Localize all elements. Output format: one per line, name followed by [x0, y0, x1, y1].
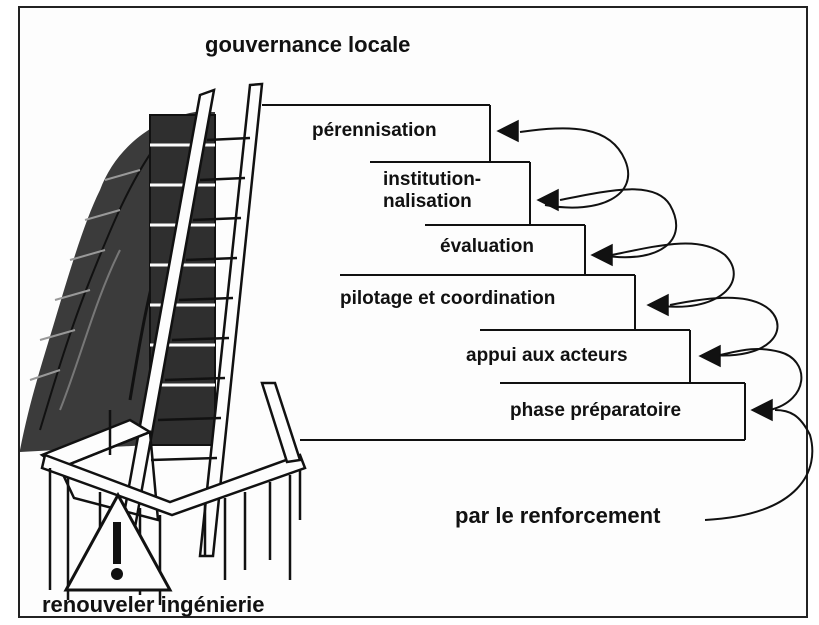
step-appui: appui aux acteurs [466, 345, 628, 367]
step-label: appui aux acteurs [466, 345, 628, 366]
step-perennisation: pérennisation [312, 120, 437, 142]
step-label-cont: nalisation [383, 190, 472, 212]
step-evaluation: évaluation [440, 236, 534, 258]
step-label: pérennisation [312, 120, 437, 141]
step-label: phase préparatoire [510, 400, 682, 421]
step-institutionnalisation: institution- nalisation [383, 169, 481, 213]
warning-triangle-icon [63, 491, 173, 592]
arrowhead-icons [496, 119, 773, 422]
step-label: institution- [383, 169, 482, 190]
step-label: évaluation [440, 236, 534, 257]
step-pilotage: pilotage et coordination [340, 288, 555, 310]
top-label: gouvernance locale [205, 32, 411, 57]
feedback-arrows [519, 127, 814, 521]
staircase [262, 104, 746, 441]
ladder [114, 82, 264, 560]
step-preparatoire: phase préparatoire [510, 400, 681, 422]
step-label: pilotage et coordination [340, 288, 556, 309]
bottom-label: renouveler ingénierie [42, 592, 265, 617]
side-label: par le renforcement [455, 503, 661, 528]
